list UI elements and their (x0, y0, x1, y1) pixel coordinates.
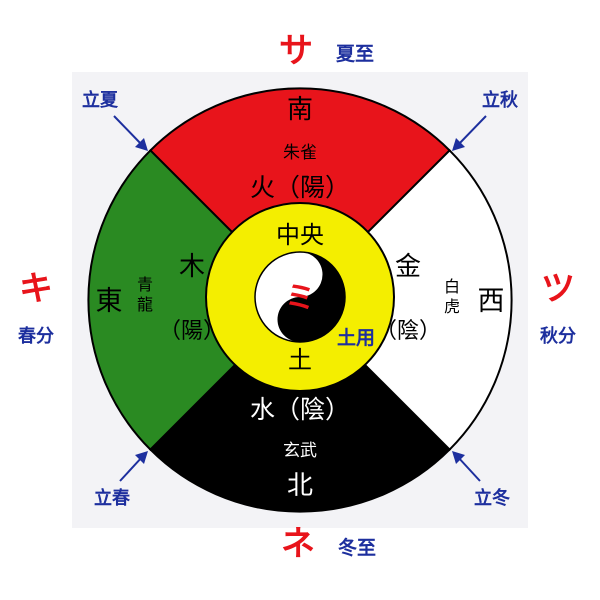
west-direction: 西 (478, 286, 505, 317)
east-yinyang: （陽） (159, 319, 225, 344)
north-beast: 玄武 (283, 441, 317, 461)
east-direction: 東 (96, 286, 123, 317)
corner-top-left: 立夏 (82, 89, 119, 111)
south-beast: 朱雀 (283, 143, 317, 163)
season-bottom: 冬至 (338, 536, 376, 559)
kana-top: サ (279, 31, 313, 71)
east-beast: 青龍 (137, 275, 153, 314)
west-element: 金 (395, 252, 421, 282)
arrow-top-right-icon (452, 115, 487, 151)
kana-left: キ (19, 269, 53, 309)
arrow-bottom-left-icon (119, 451, 148, 482)
north-element: 水（陰） (250, 395, 350, 424)
south-element: 火（陽） (250, 173, 350, 202)
south-segment (148, 87, 452, 302)
east-segment (87, 148, 302, 452)
season-top: 夏至 (336, 43, 374, 65)
west-yinyang: （陰） (375, 319, 441, 344)
center-label: 中央 (276, 221, 324, 249)
east-element: 木 (179, 252, 205, 282)
kana-bottom: ネ (281, 524, 315, 564)
west-segment (298, 148, 513, 452)
corner-bottom-left: 立春 (94, 487, 131, 509)
center-note: 土用 (337, 327, 375, 349)
corner-top-right: 立秋 (482, 89, 519, 111)
season-left: 春分 (18, 325, 54, 347)
north-direction: 北 (287, 471, 313, 501)
corner-bottom-right: 立冬 (474, 487, 510, 509)
yin-yang-icon (254, 251, 346, 343)
west-beast: 白虎 (444, 277, 460, 316)
center-glyph: ミ (285, 281, 315, 316)
arrow-top-left-icon (113, 115, 148, 151)
center-element: 土 (288, 346, 312, 374)
season-right: 秋分 (540, 325, 576, 347)
arrow-bottom-right-icon (452, 451, 481, 482)
north-segment (148, 298, 452, 513)
kana-right: ツ (541, 269, 575, 309)
south-direction: 南 (287, 95, 313, 125)
